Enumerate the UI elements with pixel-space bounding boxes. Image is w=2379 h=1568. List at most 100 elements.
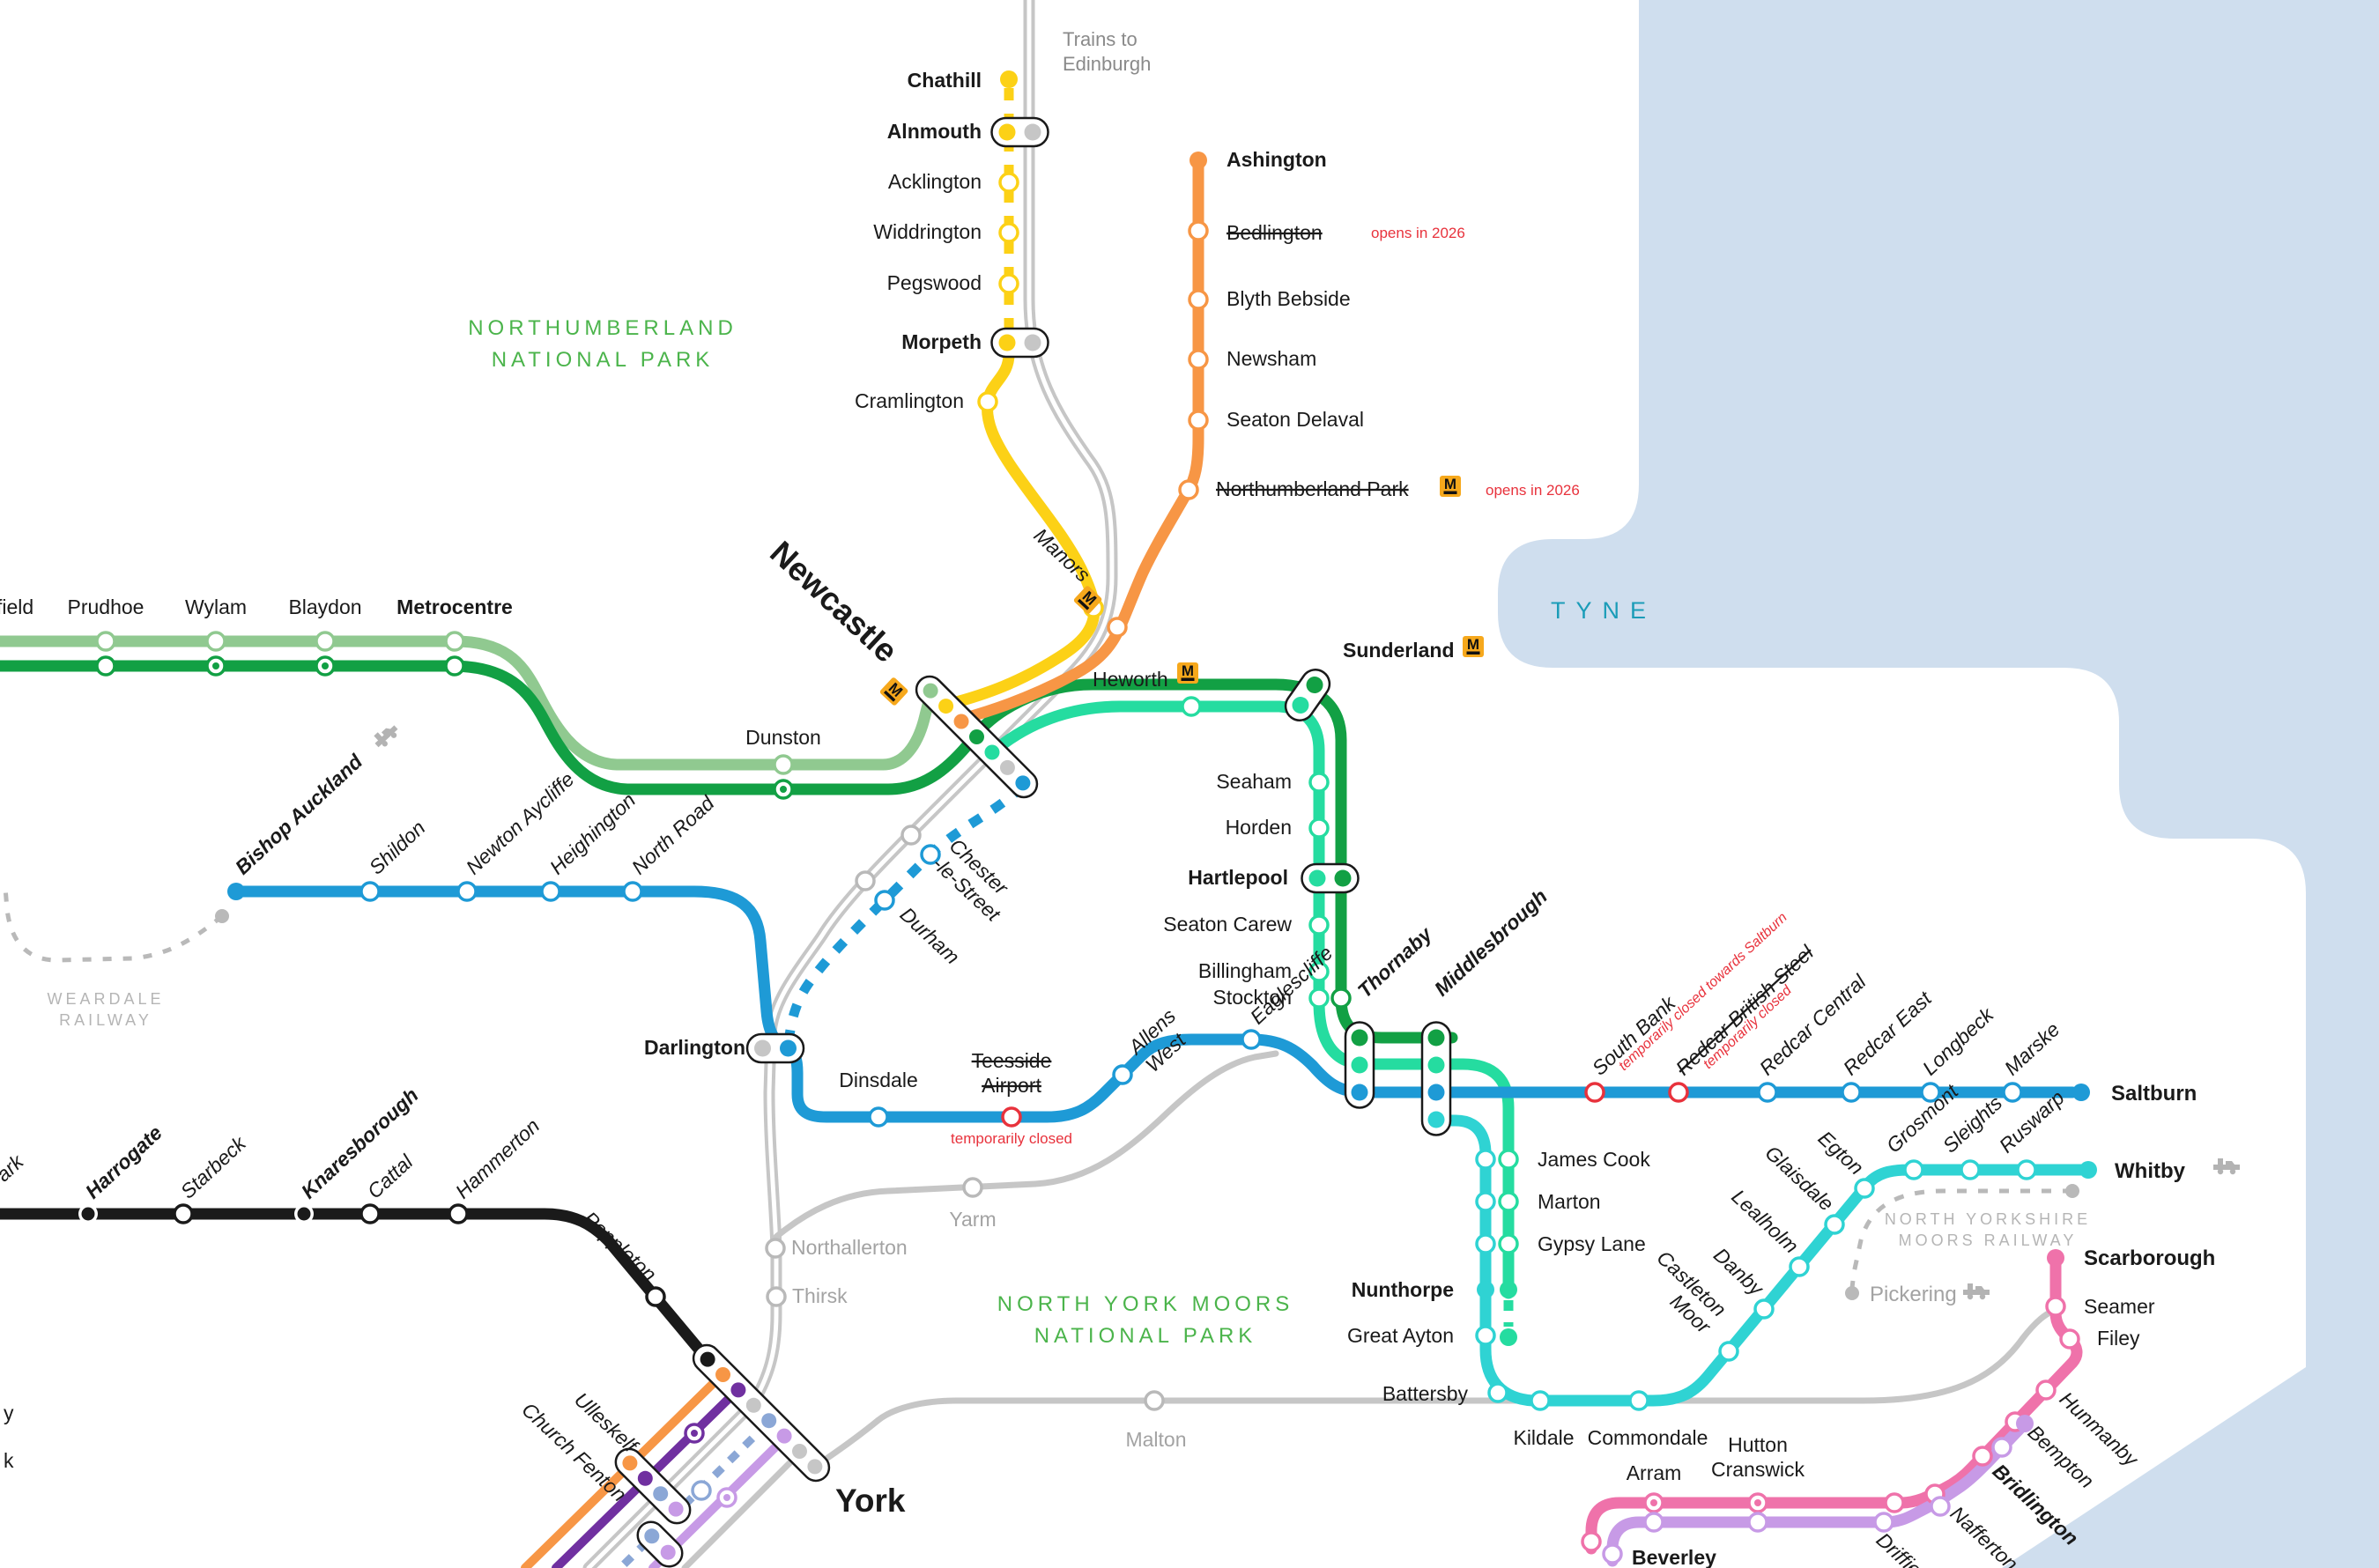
station-hutton-cranswick-pink bbox=[1747, 1492, 1768, 1513]
station-circle bbox=[1188, 289, 1209, 310]
station-circle bbox=[1308, 914, 1330, 936]
interchange-dot-yellow bbox=[998, 123, 1016, 141]
station-teesside-airport bbox=[1001, 1106, 1022, 1128]
interchange-hartlepool bbox=[1301, 862, 1360, 894]
station-blaydon-lg bbox=[315, 631, 336, 652]
label-wylam: Wylam bbox=[185, 595, 247, 618]
station-glaisdale bbox=[1824, 1214, 1845, 1235]
station-circle bbox=[1757, 1082, 1778, 1103]
metro-logo-m: M bbox=[1444, 476, 1456, 492]
station-gypsy-lane-mint bbox=[1498, 1233, 1519, 1254]
station-church-fenton-slate-extra bbox=[691, 1480, 712, 1501]
label-teesside-airport-note: temporarily closed bbox=[951, 1130, 1072, 1147]
label-stocksfield-cut: field bbox=[0, 595, 33, 618]
station-cramlington bbox=[977, 391, 998, 412]
station-kildale bbox=[1530, 1390, 1551, 1411]
line-york-south-grey-line bbox=[681, 1451, 802, 1568]
station-circle bbox=[1991, 1437, 2012, 1458]
station-dot bbox=[215, 909, 229, 923]
metro-logo-newcastle: M bbox=[879, 677, 908, 706]
station-nafferton-lilac bbox=[1930, 1496, 1951, 1517]
label-bedlington-note: opens in 2026 bbox=[1371, 225, 1465, 241]
interchange-dot-lilac bbox=[776, 1428, 792, 1444]
station-beverley-lilac bbox=[1602, 1543, 1623, 1564]
station-circle bbox=[95, 655, 116, 677]
interchange-dot-grey bbox=[807, 1459, 823, 1475]
station-seaham bbox=[1308, 772, 1330, 793]
station-circle bbox=[1308, 817, 1330, 839]
station-hutton-cranswick-lilac bbox=[1747, 1512, 1768, 1533]
steam-train-wheel bbox=[1967, 1293, 1974, 1300]
station-circle bbox=[1873, 1512, 1894, 1533]
station-bridlington-pink bbox=[1972, 1446, 1993, 1467]
station-circle bbox=[1668, 1082, 1689, 1103]
label-pickering: Pickering bbox=[1870, 1283, 1957, 1306]
station-commondale bbox=[1628, 1390, 1649, 1411]
station-circle bbox=[456, 881, 478, 902]
station-harrogate bbox=[78, 1204, 98, 1224]
line-harrogate-line bbox=[0, 1208, 712, 1364]
station-circle bbox=[1487, 1382, 1508, 1403]
steam-train-body bbox=[2213, 1158, 2240, 1170]
station-circle bbox=[1498, 1191, 1519, 1212]
station-circle bbox=[1747, 1512, 1768, 1533]
interchange-dot-blue bbox=[780, 1039, 797, 1057]
station-james-cook-teal bbox=[1475, 1149, 1496, 1170]
station-circle bbox=[998, 172, 1019, 193]
station-dot bbox=[227, 883, 245, 900]
interchange-dot-blue bbox=[1351, 1084, 1368, 1101]
metro-logo-bar bbox=[883, 690, 896, 702]
station-great-ayton bbox=[1475, 1325, 1496, 1346]
metro-logo-manors: M bbox=[1073, 586, 1102, 614]
station-james-cook-mint bbox=[1498, 1149, 1519, 1170]
station-circle bbox=[622, 881, 643, 902]
station-fill bbox=[297, 1207, 311, 1221]
station-longbeck bbox=[1920, 1082, 1941, 1103]
station-circle bbox=[1628, 1390, 1649, 1411]
station-circle bbox=[874, 890, 895, 911]
station-beverley-pink bbox=[1581, 1531, 1602, 1552]
interchange-dot-slate bbox=[653, 1486, 669, 1502]
interchange-sunderland bbox=[1284, 669, 1331, 721]
station-northumberland-park bbox=[1178, 479, 1199, 500]
station-circle bbox=[1824, 1214, 1845, 1235]
station-malton bbox=[1144, 1390, 1165, 1411]
metro-logo-heworth: M bbox=[1177, 662, 1198, 684]
interchange-middlesbrough bbox=[1420, 1021, 1452, 1136]
label-horden: Horden bbox=[1226, 816, 1292, 839]
station-circle bbox=[1475, 1233, 1496, 1254]
label-malton: Malton bbox=[1125, 1428, 1186, 1451]
station-bridlington-lilac bbox=[1991, 1437, 2012, 1458]
station-circle bbox=[1181, 696, 1202, 717]
station-redcar-east bbox=[1841, 1082, 1862, 1103]
station-durham-blue bbox=[874, 890, 895, 911]
label-darlington: Darlington bbox=[644, 1036, 745, 1059]
station-whitby bbox=[2079, 1161, 2097, 1179]
label-heworth: Heworth bbox=[1093, 668, 1168, 691]
metro-logo-bar bbox=[1077, 598, 1090, 610]
label-battersby: Battersby bbox=[1382, 1382, 1469, 1405]
station-redcar-british-steel bbox=[1668, 1082, 1689, 1103]
station-wylam-lg bbox=[205, 631, 226, 652]
station-inner-dot bbox=[1650, 1499, 1657, 1506]
station-cattal bbox=[359, 1203, 381, 1224]
station-pickering bbox=[1845, 1286, 1859, 1300]
station-allens-west bbox=[1112, 1064, 1133, 1085]
interchange-dot-slate bbox=[644, 1528, 660, 1544]
station-dot bbox=[1845, 1286, 1859, 1300]
station-circle bbox=[1107, 617, 1128, 638]
label-dunston: Dunston bbox=[745, 726, 821, 749]
label-yarm: Yarm bbox=[949, 1208, 996, 1231]
label-thirsk: Thirsk bbox=[792, 1284, 848, 1307]
interchange-dot-grey bbox=[791, 1443, 807, 1459]
interchange-thornaby bbox=[1344, 1021, 1375, 1109]
station-circle bbox=[205, 631, 226, 652]
label-nunthorpe: Nunthorpe bbox=[1352, 1278, 1454, 1301]
interchange-ulleskelf bbox=[614, 1447, 692, 1525]
interchange-capsule bbox=[1420, 1021, 1452, 1136]
label-pegswood: Pegswood bbox=[887, 271, 982, 294]
label-prudhoe: Prudhoe bbox=[68, 595, 145, 618]
label-blaydon: Blaydon bbox=[288, 595, 361, 618]
label-northallerton: Northallerton bbox=[791, 1236, 908, 1259]
